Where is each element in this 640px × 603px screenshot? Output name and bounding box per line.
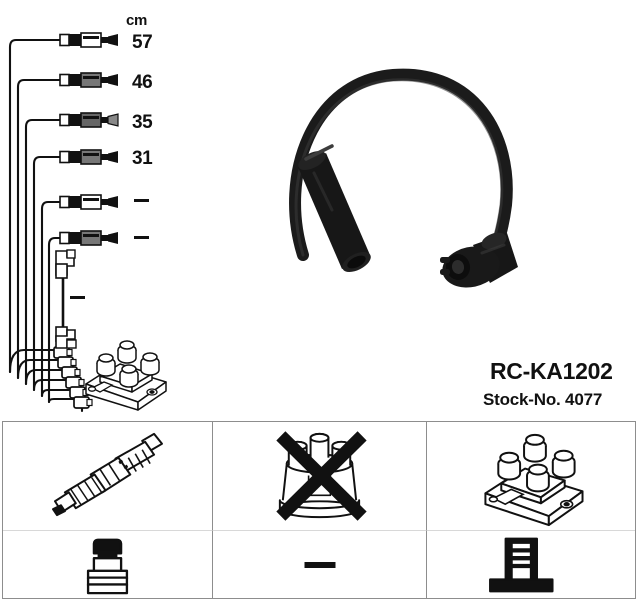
- compatibility-panel-grid: [2, 421, 636, 599]
- spark-plug-icon: [52, 432, 163, 517]
- product-stock-number: Stock-No. 4077: [483, 390, 603, 409]
- measurement-value-4: 31: [132, 148, 153, 169]
- measurement-value-1: 57: [132, 32, 153, 53]
- dash-placeholder-icon: [304, 561, 335, 568]
- plug-boot-left: [298, 144, 371, 273]
- product-code: RC-KA1202: [490, 358, 613, 384]
- measurement-unit-header: cm: [126, 12, 148, 29]
- lead-connector-4: [59, 149, 118, 165]
- angled-lead-assembly: [55, 249, 77, 349]
- measurement-value-2: 46: [132, 72, 153, 93]
- spark-plug-boot-icon: [86, 538, 129, 595]
- panel-distributor-cap: [213, 422, 427, 531]
- measurement-value-3: 35: [132, 112, 153, 133]
- lead-connector-1: [59, 32, 118, 48]
- lead-connector-3: [59, 112, 119, 128]
- panel-spark-plug-boot: [3, 531, 213, 598]
- coil-terminal-icon: [489, 537, 554, 593]
- coil-connector-right: [440, 232, 518, 288]
- panel-ignition-coil: [427, 422, 635, 531]
- measurement-dash-5: [134, 199, 149, 202]
- distributor-cap-icon: [276, 431, 367, 521]
- lead-connector-2: [59, 72, 118, 88]
- panel-coil-terminal: [427, 531, 635, 598]
- panel-none-placeholder: [213, 531, 427, 598]
- ignition-coil-icon: [484, 433, 584, 527]
- measurement-dash-6: [134, 236, 149, 239]
- ignition-lead-hero: [289, 68, 518, 288]
- panel-spark-plug: [3, 422, 213, 531]
- lead-connector-5: [59, 194, 118, 210]
- ignition-cable-harness: [8, 32, 119, 413]
- ignition-coil-pack: [85, 340, 167, 411]
- measurement-dash-7: [70, 296, 85, 299]
- lead-connector-6: [59, 230, 118, 246]
